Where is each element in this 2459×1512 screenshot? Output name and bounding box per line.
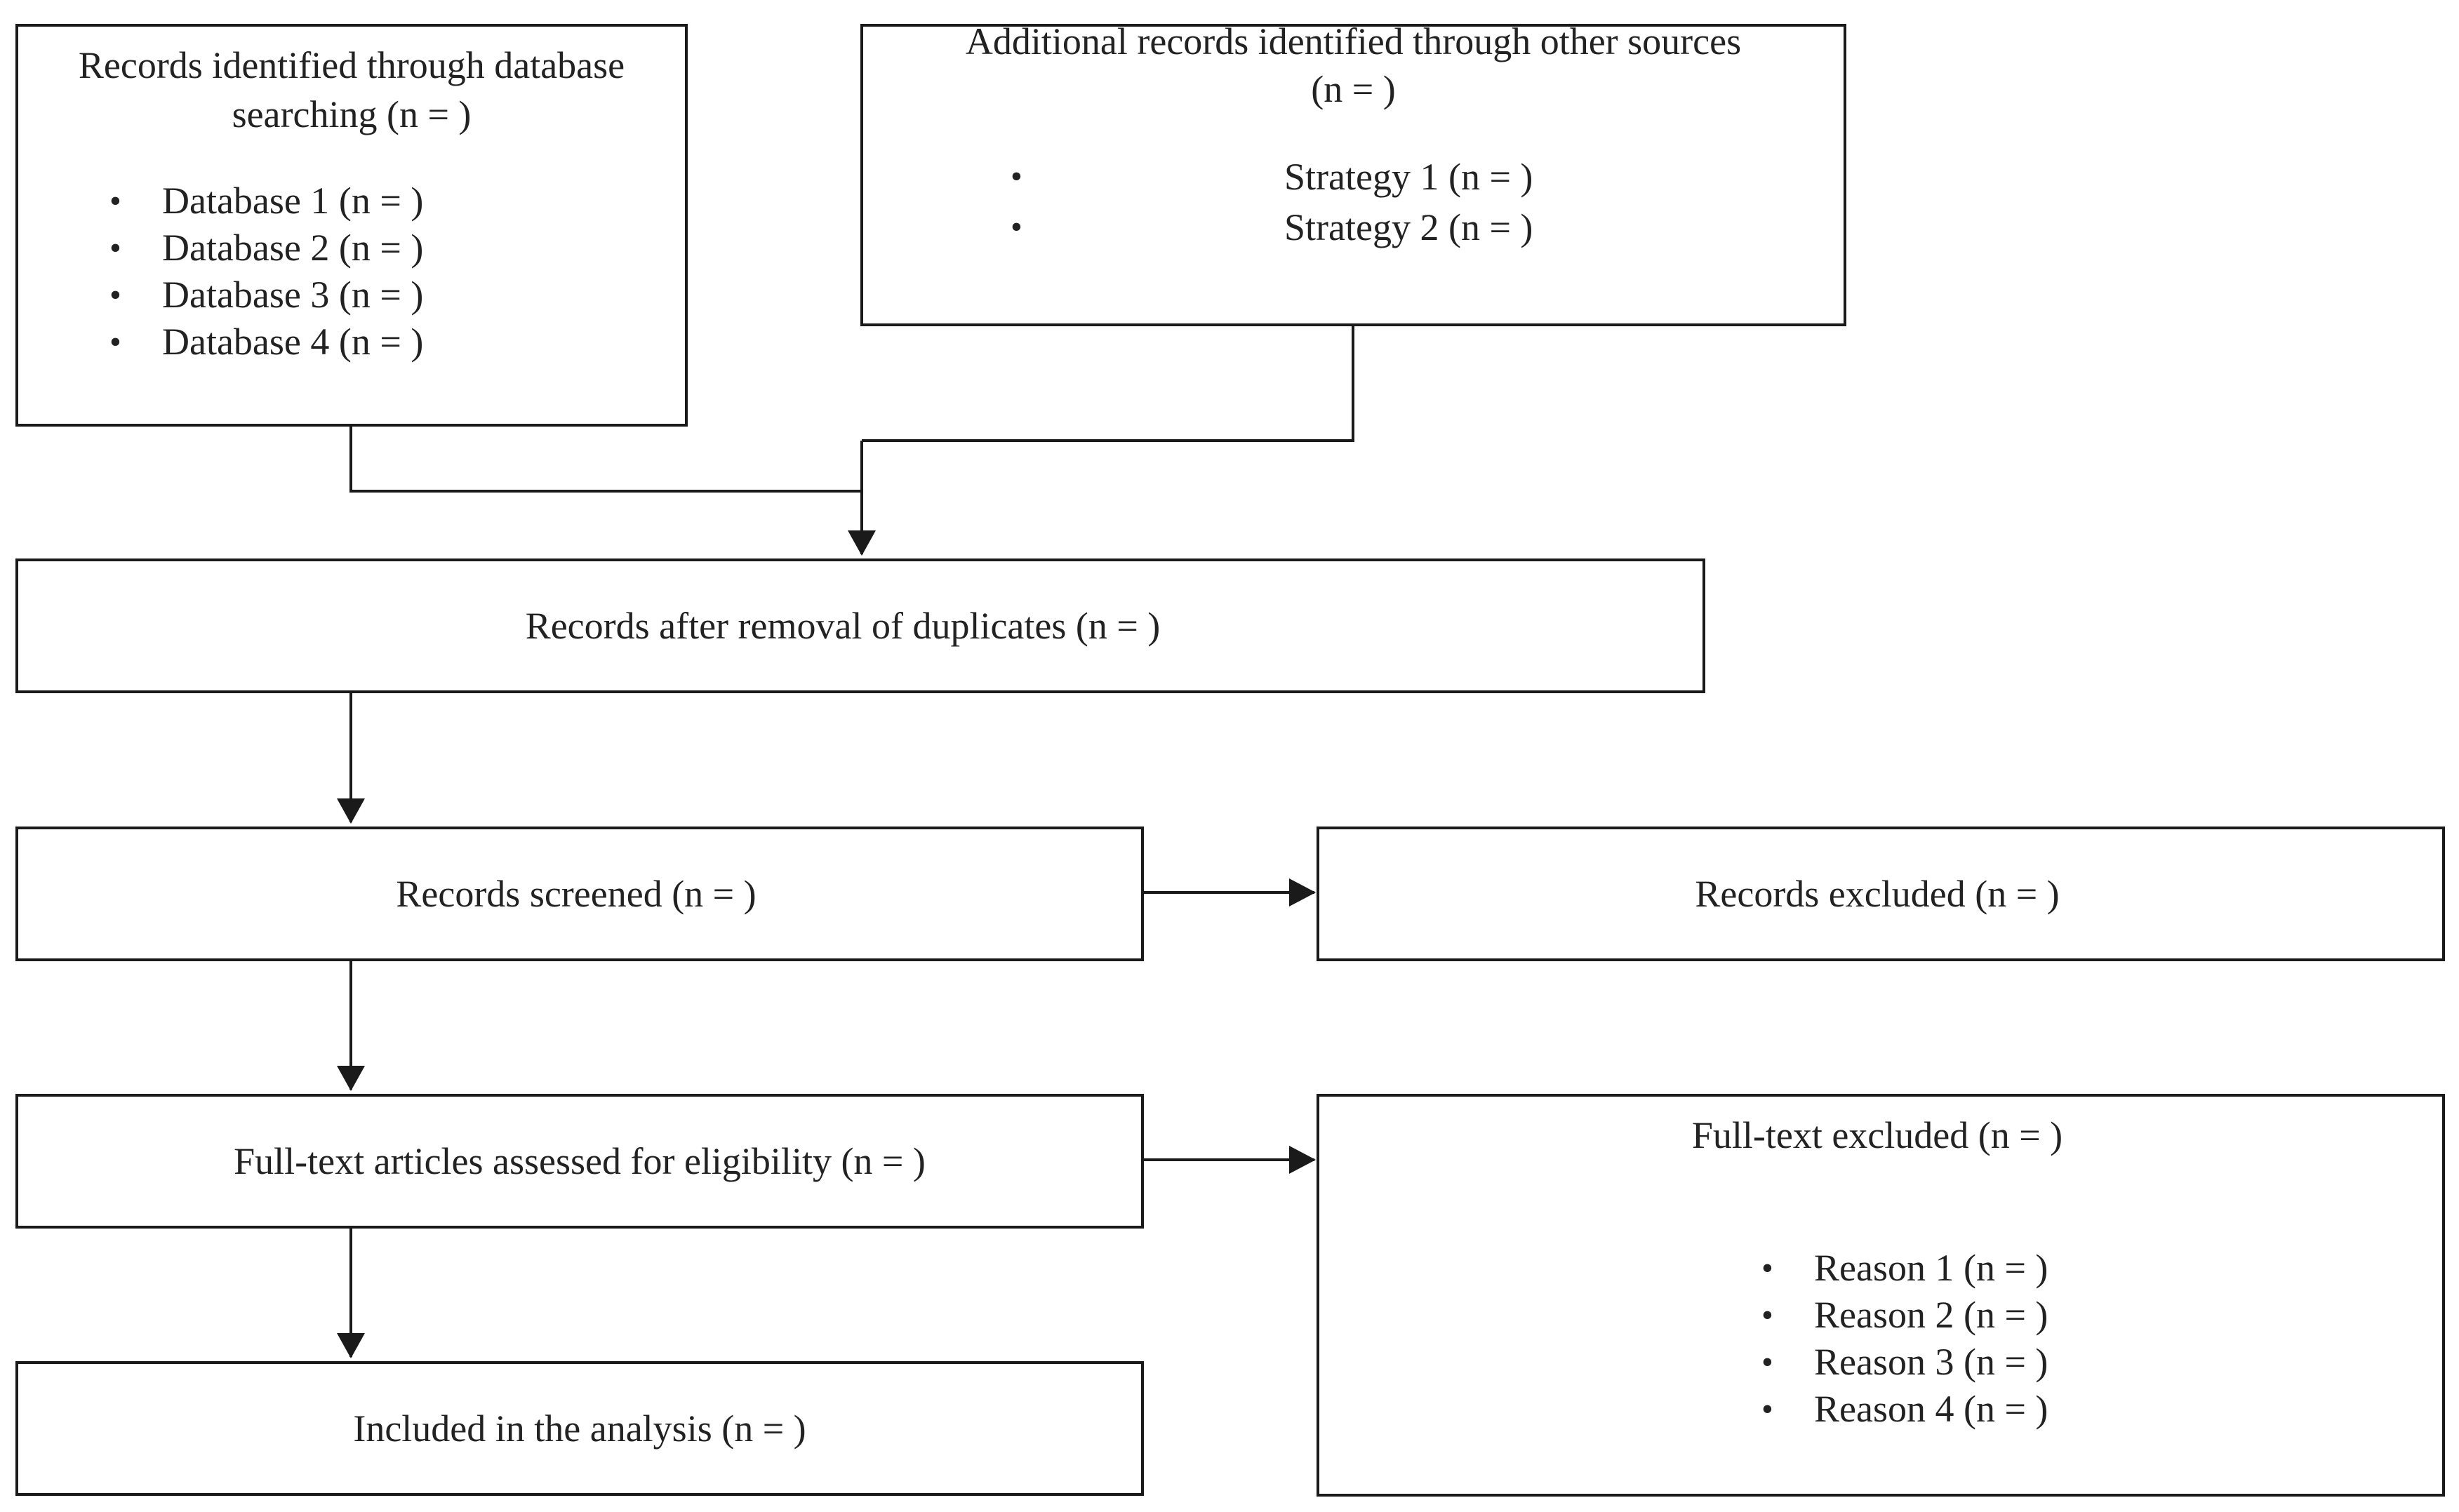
database-list-item: •Database 1 (n = ) [109, 178, 423, 225]
fulltext-assessed-box: Full-text articles assessed for eligibil… [15, 1094, 1144, 1229]
records-screened-box: Records screened (n = ) [15, 827, 1144, 961]
bullet-icon: • [109, 323, 121, 361]
reason-list-item: •Reason 2 (n = ) [1761, 1292, 2048, 1339]
fulltext-assessed-label: Full-text articles assessed for eligibil… [234, 1140, 926, 1182]
other-sources-title-line2: (n = ) [1311, 68, 1396, 110]
strategy-list-item: Strategy 1 (n = ) [1284, 156, 1533, 198]
records-excluded-label: Records excluded (n = ) [1695, 873, 2060, 915]
records-excluded-box: Records excluded (n = ) [1317, 827, 2445, 961]
bullet-icon: • [109, 229, 121, 267]
database-list-item: •Database 4 (n = ) [109, 319, 423, 366]
records-screened-label: Records screened (n = ) [396, 873, 757, 915]
connector-sources-merge [862, 325, 1354, 442]
included-label: Included in the analysis (n = ) [353, 1407, 806, 1450]
fulltext-excluded-title: Full-text excluded (n = ) [1691, 1114, 2063, 1156]
bullet-icon: • [1011, 208, 1022, 246]
after-duplicates-box: Records after removal of duplicates (n =… [15, 558, 1705, 693]
connector-database-merge [349, 425, 862, 493]
arrowhead-fulltext [337, 1066, 365, 1091]
database-records-box: Records identified through database sear… [15, 24, 688, 427]
bullet-icon: • [1761, 1344, 1773, 1381]
bullet-icon: • [1761, 1250, 1773, 1287]
arrowhead-duplicates [848, 530, 876, 556]
included-box: Included in the analysis (n = ) [15, 1361, 1144, 1496]
after-duplicates-label: Records after removal of duplicates (n =… [525, 605, 1161, 647]
bullet-icon: • [109, 182, 121, 220]
arrowhead-fulltext-excluded [1289, 1146, 1316, 1174]
database-list-item: •Database 3 (n = ) [109, 272, 423, 319]
other-sources-box: Additional records identified through ot… [860, 20, 1846, 326]
database-box-title-line2: searching (n = ) [232, 93, 472, 135]
arrowhead-included [337, 1333, 365, 1358]
reason-list: •Reason 1 (n = ) •Reason 2 (n = ) •Reaso… [1761, 1245, 2048, 1433]
reason-list-item: •Reason 3 (n = ) [1761, 1339, 2048, 1386]
bullet-icon: • [109, 276, 121, 314]
arrowhead-records-excluded [1289, 878, 1316, 906]
bullet-icon: • [1761, 1297, 1773, 1334]
strategy-bullets: • • [1011, 152, 1022, 253]
fulltext-excluded-box: Full-text excluded (n = ) •Reason 1 (n =… [1317, 1094, 2445, 1497]
bullet-icon: • [1761, 1391, 1773, 1428]
database-box-title-line1: Records identified through database [78, 44, 625, 86]
database-list-item: •Database 2 (n = ) [109, 225, 423, 272]
arrowhead-screened [337, 798, 365, 824]
reason-list-item: •Reason 4 (n = ) [1761, 1386, 2048, 1433]
other-sources-title-line1: Additional records identified through ot… [965, 20, 1742, 62]
bullet-icon: • [1011, 158, 1022, 195]
reason-list-item: •Reason 1 (n = ) [1761, 1245, 2048, 1292]
strategy-list-item: Strategy 2 (n = ) [1284, 206, 1533, 248]
strategy-list: Strategy 1 (n = ) Strategy 2 (n = ) [1284, 152, 1533, 253]
database-list: •Database 1 (n = ) •Database 2 (n = ) •D… [109, 178, 423, 366]
